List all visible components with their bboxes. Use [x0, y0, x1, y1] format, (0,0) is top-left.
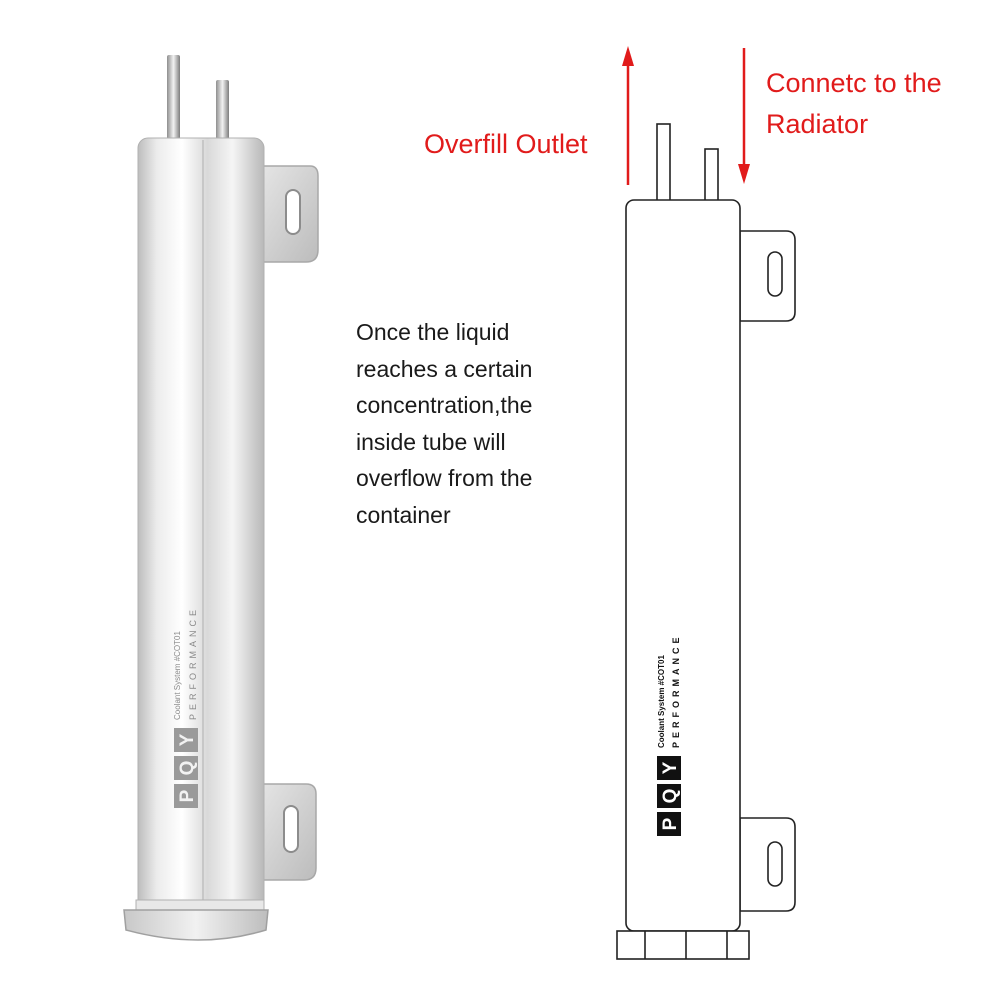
diagram-overfill-pipe — [656, 123, 671, 203]
photo-overfill-pipe — [167, 55, 180, 145]
photo-brand-y: Y — [177, 733, 198, 746]
diagram-brand-q: Q — [660, 789, 681, 804]
description-text: Once the liquid reaches a certain concen… — [356, 314, 586, 534]
diagram-brand-p: P — [660, 817, 681, 830]
diagram-inlet-pipe — [704, 148, 719, 203]
overfill-outlet-label: Overfill Outlet — [424, 129, 588, 159]
photo-bottom-cap — [123, 909, 269, 941]
description-line: container — [356, 501, 451, 528]
diagram-model-text: Coolant System #COT01 — [657, 655, 666, 748]
diagram-bottom-bracket-slot — [767, 841, 783, 887]
overfill-arrow-head — [622, 46, 634, 66]
photo-bottom-bracket-slot — [283, 805, 299, 853]
diagram-brand-y-box — [657, 756, 681, 780]
connect-radiator-label: Connetc to the Radiator — [766, 63, 996, 145]
diagram-tank-body — [625, 199, 741, 932]
description-line: concentration,the — [356, 392, 533, 419]
product-photo — [123, 55, 319, 941]
overfill-arrow — [622, 46, 634, 185]
diagram-brand-y: Y — [660, 761, 681, 774]
photo-brand-q: Q — [177, 761, 198, 776]
description-line: overflow from the — [356, 465, 533, 492]
description-line: reaches a certain — [356, 355, 533, 382]
photo-brand-p-box — [174, 784, 198, 808]
radiator-arrow-head — [738, 164, 750, 184]
line-diagram — [616, 123, 796, 960]
diagram-brand-q-box — [657, 784, 681, 808]
diagram-brand-sub: PERFORMANCE — [671, 633, 681, 748]
photo-tank-body — [137, 137, 265, 911]
diagram-brand: P Q Y PERFORMANCE Coolant System #COT01 — [657, 633, 681, 836]
photo-top-bracket-slot — [285, 189, 301, 235]
photo-inlet-pipe — [216, 80, 229, 145]
photo-bottom-cap-ring — [135, 899, 265, 911]
description-line: Once the liquid — [356, 319, 510, 345]
description-line: inside tube will — [356, 428, 506, 455]
photo-brand-p: P — [177, 789, 198, 802]
photo-model-text: Coolant System #COT01 — [173, 631, 182, 720]
diagram-brand-p-box — [657, 812, 681, 836]
photo-brand-sub: PERFORMANCE — [188, 606, 198, 720]
connect-radiator-line2: Radiator — [766, 109, 869, 139]
radiator-arrow — [738, 48, 750, 184]
diagram-top-bracket-slot — [767, 251, 783, 297]
diagram-bottom-nut — [616, 930, 750, 960]
connect-radiator-line1: Connetc to the — [766, 68, 942, 98]
photo-brand-q-box — [174, 756, 198, 780]
photo-brand-y-box — [174, 728, 198, 752]
photo-brand: P Q Y PERFORMANCE Coolant System #COT01 — [173, 606, 198, 808]
